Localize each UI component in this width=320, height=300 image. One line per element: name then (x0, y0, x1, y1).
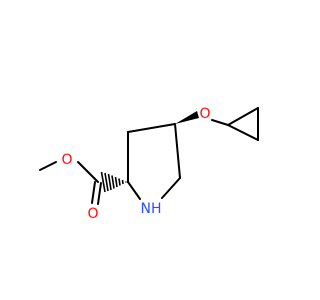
hashed-bond-c2-carbonyl (100, 171, 127, 193)
bond-oxygen-cyclopropyl (211, 119, 229, 126)
structure-diagram: O O O NH (39, 106, 259, 222)
bond-c2-n1 (127, 181, 141, 200)
bonds (39, 107, 259, 205)
bond-c5-c4 (174, 123, 181, 179)
molecule-canvas: O O O NH (39, 106, 259, 222)
bond-oxygen-carbonyl (77, 161, 99, 183)
bond-carbonyl-double-b (97, 182, 102, 205)
bond-cyclopropyl-a (227, 107, 259, 126)
wedge-bond-c4-oxygen (175, 111, 199, 124)
bond-n1-c5 (161, 177, 181, 199)
bond-carbonyl-double-a (91, 181, 96, 204)
carbonyl-oxygen-label: O (87, 206, 98, 222)
ring-nitrogen-label: NH (141, 201, 162, 217)
bond-cyclopropyl-c (227, 124, 259, 141)
stereo-bonds (100, 111, 199, 193)
bond-methyl-oxygen (39, 161, 57, 171)
ester-oxygen-label: O (61, 152, 72, 168)
ether-oxygen-label: O (199, 106, 210, 122)
atom-labels: O O O NH (61, 106, 210, 222)
bond-c4-c3 (127, 123, 176, 133)
